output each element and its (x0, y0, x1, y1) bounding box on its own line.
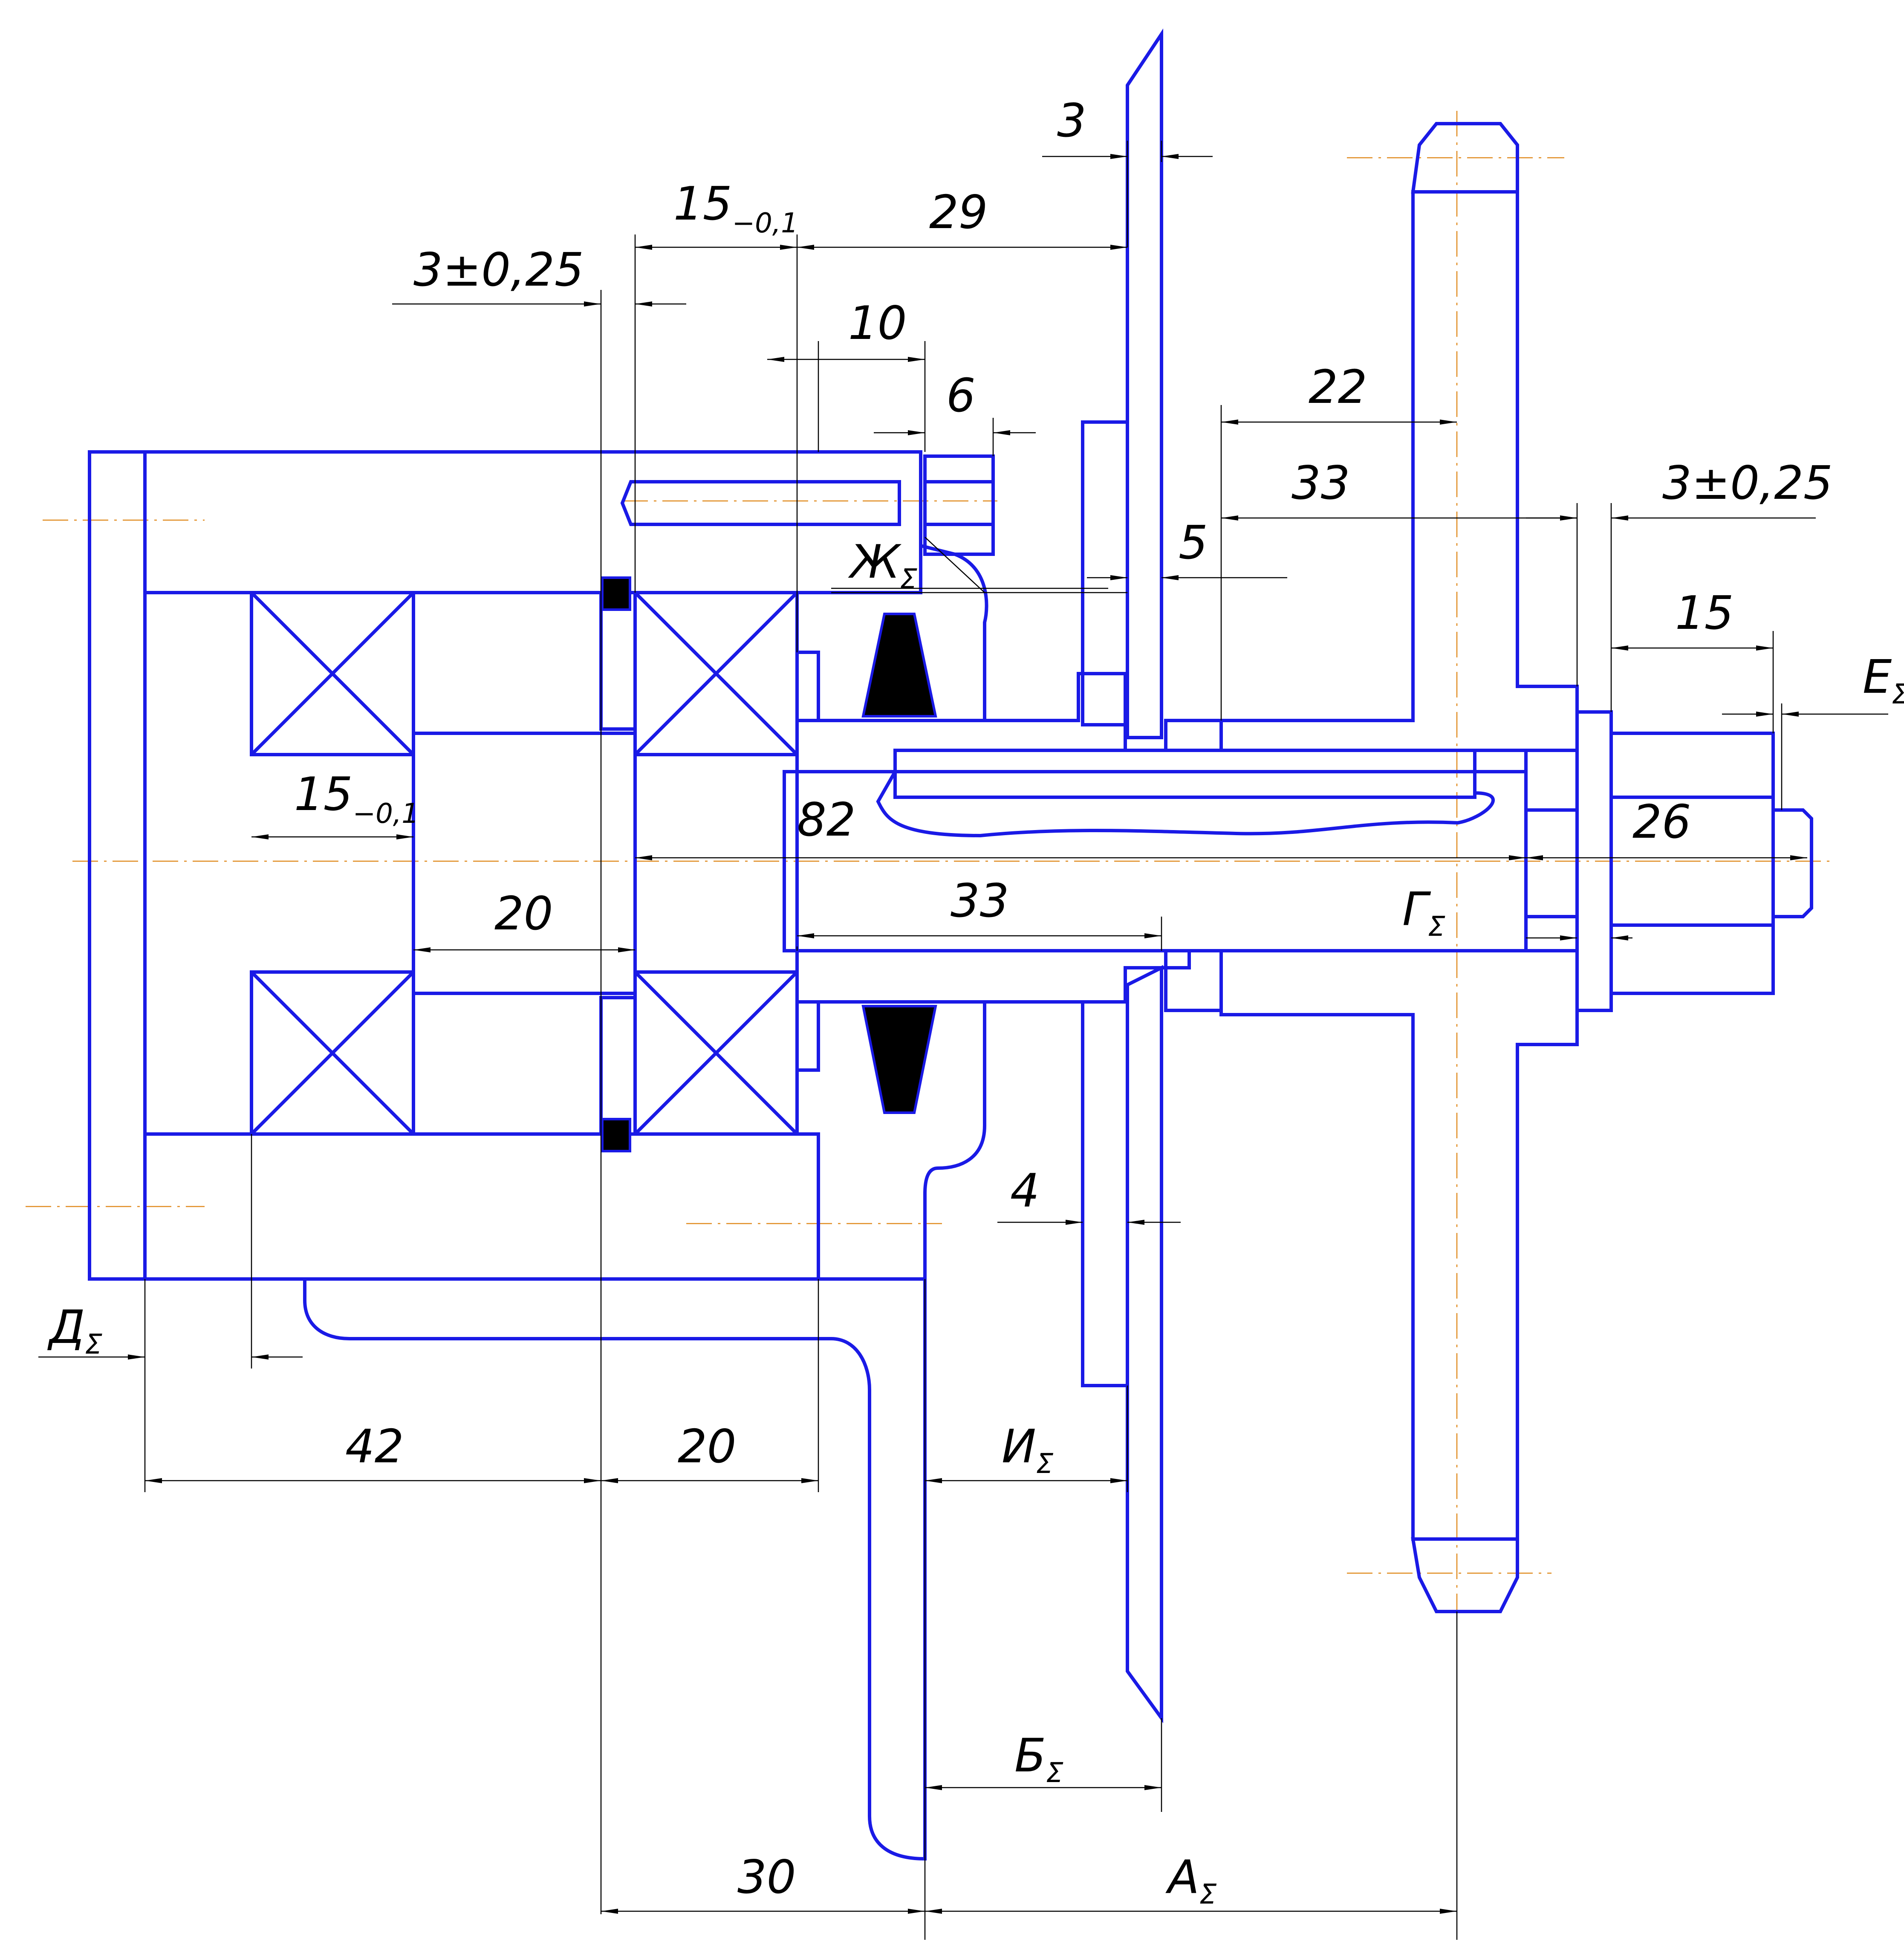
housing (88, 450, 988, 1281)
bearing-cross (250, 971, 415, 1135)
spacer-ring-lower (599, 996, 637, 1136)
gear-rim-bottom (1411, 1537, 1519, 1613)
housing-upper-wall (143, 450, 922, 594)
dim-line-zh-b (925, 537, 985, 593)
dim-e: ЕΣ (1863, 651, 1904, 710)
dim-6: 6 (946, 369, 976, 422)
dim-3: 3 (1057, 94, 1086, 148)
dim-42: 42 (345, 1420, 404, 1473)
disc-upper (1126, 28, 1163, 739)
spacer-ring-upper (599, 591, 637, 731)
dim-4: 4 (1010, 1164, 1040, 1218)
axis-lines (26, 111, 1833, 1612)
dim-i: ИΣ (1002, 1420, 1054, 1480)
dim-15-right: 15 (1675, 587, 1734, 640)
screw-shank (620, 480, 901, 526)
dimension-lines (38, 154, 1888, 1914)
gear-body-upper (1219, 190, 1579, 752)
dim-a: АΣ (1165, 1851, 1217, 1910)
cover-plate (88, 450, 147, 1281)
dim-d: ДΣ (47, 1301, 102, 1360)
bearing-cross (634, 971, 798, 1135)
shaft-end-collar (1524, 808, 1579, 918)
dim-33-mid: 33 (951, 874, 1009, 928)
snap-ring-upper (601, 576, 631, 611)
dim-3pm-right: 3±0,25 (1662, 457, 1833, 510)
cap-lip-lower (795, 1000, 820, 1072)
disc-hub-lower (1081, 1000, 1129, 1387)
disc-pulley (1081, 28, 1163, 1724)
dim-3pm-left: 3±0,25 (413, 243, 584, 297)
bushing-upper (1164, 719, 1223, 752)
shaft-assembly (783, 672, 1528, 1012)
gear (1219, 122, 1813, 1613)
extension-lines (144, 141, 1783, 1940)
shaft-tip (1771, 808, 1813, 918)
dim-15-top: 15−0,1 (673, 177, 798, 239)
nut (1609, 732, 1775, 995)
screw (620, 454, 995, 556)
bearing-left-lower (250, 970, 415, 1136)
end-cap-lower (795, 1000, 986, 1281)
dimension-labels: 3 15−0,1 29 3±0,25 10 6 22 33 3±0,25 ЖΣ … (47, 94, 1904, 1910)
disc-lower (1126, 965, 1163, 1724)
disc-hub-upper (1081, 420, 1129, 726)
inner-shaft (412, 732, 637, 995)
screw-head (923, 454, 995, 556)
bearing-cross (634, 591, 798, 756)
dim-29: 29 (929, 186, 988, 239)
lip-seal-lower (861, 1005, 937, 1114)
housing-lower-wall (143, 1132, 820, 1281)
key (893, 749, 1476, 799)
gear-body-lower (1219, 949, 1579, 1541)
bearing-cross (250, 591, 415, 756)
dim-g: ГΣ (1402, 883, 1445, 943)
bracket-arm (303, 1279, 927, 1861)
dim-30: 30 (737, 1851, 796, 1904)
snap-ring-lower (601, 1118, 631, 1152)
inner-shaft-step (633, 753, 799, 974)
dim-b: БΣ (1014, 1729, 1063, 1789)
sleeve-lower (795, 949, 1191, 1004)
lip-seal-upper (861, 613, 937, 718)
dim-26: 26 (1632, 796, 1691, 849)
dim-20-mid: 20 (494, 887, 553, 940)
dim-22: 22 (1309, 361, 1367, 414)
dim-10: 10 (848, 297, 907, 350)
bearing-left-upper (250, 591, 415, 756)
dim-5: 5 (1179, 516, 1208, 570)
bushing-lower (1164, 949, 1223, 1012)
dim-15-mid: 15−0,1 (294, 768, 419, 830)
cap-lip-upper (795, 651, 820, 722)
dim-82: 82 (797, 793, 855, 847)
dim-33-top: 33 (1291, 457, 1350, 510)
dim-20-low: 20 (678, 1420, 736, 1473)
dim-zh: ЖΣ (848, 535, 917, 595)
key-slot (876, 770, 1495, 838)
bearings (250, 576, 799, 1152)
